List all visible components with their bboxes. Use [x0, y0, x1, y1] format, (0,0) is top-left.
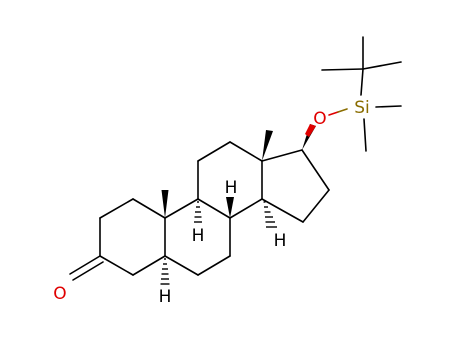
si-methyl-bond [363, 118, 367, 152]
bond [261, 149, 303, 162]
bond [229, 141, 263, 162]
bond [229, 198, 263, 219]
atom-label-h14: H [274, 231, 287, 251]
bond [132, 255, 166, 276]
atom-label-h8: H [225, 178, 238, 198]
methyl-18-wedge [262, 130, 273, 161]
h9-hash-bond [194, 201, 202, 223]
o-si-bond-si [337, 108, 348, 113]
double-bond-line [69, 255, 101, 275]
o-si-bond-red [328, 111, 339, 116]
bond [197, 198, 231, 219]
atom-label-o-carbonyl: O [53, 284, 66, 304]
bond [197, 255, 231, 276]
bond [301, 149, 330, 191]
tbs-group [321, 36, 402, 152]
si-tbu-bond [360, 68, 364, 96]
h14-hash-bond [263, 201, 277, 228]
atom-label-h9: H [192, 226, 205, 246]
bond [132, 198, 166, 219]
bond [99, 255, 134, 276]
methyl-19-wedge [161, 190, 169, 218]
double-bond-line [72, 261, 104, 281]
bond [261, 198, 304, 223]
carbonyl-group [69, 255, 104, 281]
atom-label-o-ether: O [313, 109, 326, 129]
ring-c [197, 141, 263, 219]
bond [164, 198, 199, 219]
h8-wedge [226, 197, 234, 218]
c17-o-wedge-red [305, 124, 316, 137]
tbu-methyl-bond [321, 68, 364, 71]
ring-d [261, 149, 330, 223]
h5-hash-bond [160, 258, 170, 285]
si-methyl-bond [375, 105, 402, 108]
bond [99, 198, 134, 219]
atom-label-h5: H [159, 287, 172, 307]
bond [302, 189, 330, 223]
bond [164, 255, 199, 276]
tbu-methyl-bond [362, 61, 402, 70]
bond [197, 141, 231, 162]
atom-label-si: Si [354, 98, 370, 118]
ring-a [99, 198, 166, 276]
ring-b [164, 198, 231, 276]
